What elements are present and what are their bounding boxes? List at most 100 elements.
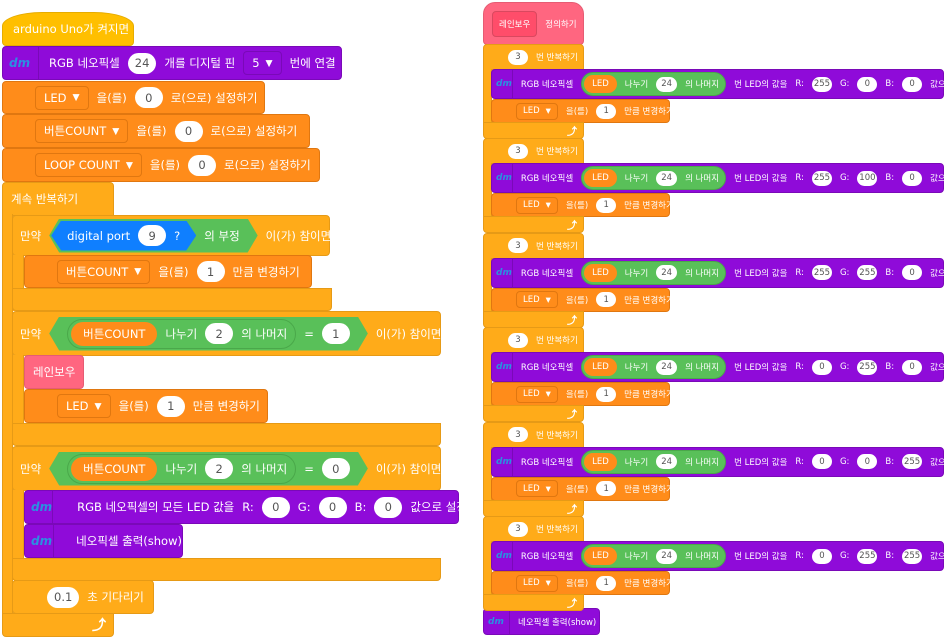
g-input[interactable]: 0	[857, 454, 878, 470]
b-input[interactable]: 0	[374, 496, 403, 518]
value-input[interactable]: 1	[596, 575, 617, 591]
variable-reporter[interactable]: LED	[584, 263, 617, 282]
pixel-count-input[interactable]: 24	[127, 52, 157, 74]
divisor-input[interactable]: 24	[656, 359, 678, 375]
change-variable-block[interactable]: LED▼ 을(를) 1 만큼 변경하기	[491, 99, 674, 123]
value-input[interactable]: 1	[156, 395, 185, 417]
repeat-block[interactable]: 3 번 반복하기	[483, 327, 584, 354]
forever-block[interactable]: 계속 반복하기	[2, 182, 114, 216]
modulo-operator[interactable]: LED 나누기 24 의 나머지	[581, 449, 727, 474]
divisor-input[interactable]: 24	[656, 454, 678, 470]
compare-input[interactable]: 0	[322, 458, 350, 479]
value-input[interactable]: 1	[596, 386, 617, 402]
repeat-count-input[interactable]: 3	[508, 143, 528, 159]
modulo-operator[interactable]: LED 나누기 24 의 나머지	[581, 260, 727, 285]
change-variable-block[interactable]: LED▼ 을(를) 1 만큼 변경하기	[491, 287, 674, 312]
wait-block[interactable]: 0.1 초 기다리기	[12, 580, 154, 614]
change-variable-block[interactable]: LED▼ 을(를) 1 만큼 변경하기	[491, 193, 674, 218]
divisor-input[interactable]: 24	[656, 170, 678, 186]
compare-input[interactable]: 1	[322, 323, 350, 344]
variable-dropdown[interactable]: 버튼COUNT▼	[57, 259, 151, 284]
variable-dropdown[interactable]: LED▼	[516, 480, 558, 498]
variable-reporter[interactable]: 버튼COUNT	[71, 322, 157, 346]
b-input[interactable]: 0	[902, 170, 923, 186]
change-variable-block[interactable]: LED▼ 을(를) 1 만큼 변경하기	[491, 571, 674, 595]
digital-port-sensor[interactable]: digital port 9 ?	[51, 221, 196, 251]
if-block[interactable]: 만약 버튼COUNT 나누기 2 의 나머지 = 0 이(가) 참이면	[12, 446, 441, 491]
repeat-count-input[interactable]: 3	[508, 332, 528, 348]
if-block[interactable]: 만약 digital port 9 ? 의 부정 이(가) 참이면	[12, 215, 331, 256]
value-input[interactable]: 1	[596, 197, 617, 213]
repeat-block[interactable]: 3 번 반복하기	[483, 138, 584, 165]
set-variable-block[interactable]: LED▼ 을(를) 0 로(으로) 설정하기	[2, 81, 265, 114]
neopixel-show-block[interactable]: dm 네오픽셀 출력(show)	[483, 608, 600, 635]
divisor-input[interactable]: 24	[656, 265, 678, 281]
repeat-count-input[interactable]: 3	[508, 49, 528, 65]
seconds-input[interactable]: 0.1	[47, 586, 80, 608]
define-rainbow-hat[interactable]: 레인보우 정의하기	[483, 2, 584, 45]
value-input[interactable]: 0	[134, 87, 163, 108]
g-input[interactable]: 0	[857, 76, 878, 92]
value-input[interactable]: 0	[188, 154, 217, 176]
repeat-count-input[interactable]: 3	[508, 521, 528, 537]
b-input[interactable]: 0	[902, 265, 923, 281]
equals-operator[interactable]: 버튼COUNT 나누기 2 의 나머지 = 0	[49, 452, 368, 486]
variable-dropdown[interactable]: 버튼COUNT▼	[35, 119, 129, 143]
r-input[interactable]: 0	[261, 496, 290, 518]
repeat-block[interactable]: 3 번 반복하기	[483, 421, 584, 448]
variable-reporter[interactable]: LED	[584, 358, 617, 377]
variable-reporter[interactable]: LED	[584, 547, 617, 565]
r-input[interactable]: 0	[811, 454, 832, 470]
not-operator[interactable]: digital port 9 ? 의 부정	[49, 219, 258, 253]
change-variable-block[interactable]: LED▼ 을(를) 1 만큼 변경하기	[491, 382, 674, 407]
neopixel-set-led-block[interactable]: dm RGB 네오픽셀 LED 나누기 24 의 나머지 번 LED의 값을 R…	[491, 352, 951, 383]
value-input[interactable]: 1	[596, 292, 617, 308]
equals-operator[interactable]: 버튼COUNT 나누기 2 의 나머지 = 1	[49, 317, 368, 351]
value-input[interactable]: 1	[196, 261, 225, 282]
variable-reporter[interactable]: 버튼COUNT	[71, 457, 157, 481]
b-input[interactable]: 0	[902, 359, 923, 375]
port-input[interactable]: 9	[138, 225, 166, 246]
g-input[interactable]: 255	[857, 548, 878, 564]
variable-dropdown[interactable]: LED▼	[516, 102, 558, 120]
variable-dropdown[interactable]: LED▼	[35, 85, 89, 110]
change-variable-block[interactable]: 버튼COUNT▼ 을(를) 1 만큼 변경하기	[24, 255, 312, 288]
change-variable-block[interactable]: LED▼ 을(를) 1 만큼 변경하기	[491, 476, 674, 501]
divisor-input[interactable]: 24	[656, 76, 678, 92]
r-input[interactable]: 255	[811, 170, 832, 186]
neopixel-set-led-block[interactable]: dm RGB 네오픽셀 LED 나누기 24 의 나머지 번 LED의 값을 R…	[491, 541, 951, 571]
variable-dropdown[interactable]: LED▼	[516, 574, 558, 592]
b-input[interactable]: 0	[902, 76, 923, 92]
g-input[interactable]: 0	[318, 496, 347, 518]
modulo-operator[interactable]: LED 나누기 24 의 나머지	[581, 355, 727, 380]
change-variable-block[interactable]: LED▼ 을(를) 1 만큼 변경하기	[24, 389, 268, 423]
neopixel-set-led-block[interactable]: dm RGB 네오픽셀 LED 나누기 24 의 나머지 번 LED의 값을 R…	[491, 446, 951, 477]
divisor-input[interactable]: 24	[656, 548, 678, 564]
divisor-input[interactable]: 2	[205, 323, 233, 344]
repeat-block[interactable]: 3 번 반복하기	[483, 516, 584, 542]
neopixel-set-led-block[interactable]: dm RGB 네오픽셀 LED 나누기 24 의 나머지 번 LED의 값을 R…	[491, 69, 951, 99]
variable-reporter[interactable]: LED	[584, 169, 617, 188]
repeat-count-input[interactable]: 3	[508, 427, 528, 443]
when-arduino-starts-hat[interactable]: arduino Uno가 켜지면	[2, 12, 134, 46]
modulo-operator[interactable]: 버튼COUNT 나누기 2 의 나머지	[67, 454, 296, 484]
modulo-operator[interactable]: 버튼COUNT 나누기 2 의 나머지	[67, 319, 296, 349]
repeat-block[interactable]: 3 번 반복하기	[483, 44, 584, 70]
value-input[interactable]: 1	[596, 481, 617, 497]
r-input[interactable]: 0	[811, 359, 832, 375]
modulo-operator[interactable]: LED 나누기 24 의 나머지	[581, 166, 727, 191]
value-input[interactable]: 0	[174, 120, 203, 142]
variable-dropdown[interactable]: LED▼	[57, 394, 111, 418]
if-block[interactable]: 만약 버튼COUNT 나누기 2 의 나머지 = 1 이(가) 참이면	[12, 311, 441, 356]
set-variable-block[interactable]: LOOP COUNT▼ 을(를) 0 로(으로) 설정하기	[2, 148, 320, 182]
variable-dropdown[interactable]: LED▼	[516, 196, 558, 214]
repeat-count-input[interactable]: 3	[508, 238, 528, 254]
variable-dropdown[interactable]: LOOP COUNT▼	[35, 153, 142, 177]
g-input[interactable]: 255	[857, 359, 878, 375]
value-input[interactable]: 1	[596, 103, 617, 119]
pin-dropdown[interactable]: 5▼	[243, 51, 282, 75]
variable-dropdown[interactable]: LED▼	[516, 385, 558, 403]
repeat-block[interactable]: 3 번 반복하기	[483, 232, 584, 259]
neopixel-show-block[interactable]: dm 네오픽셀 출력(show)	[24, 524, 183, 558]
variable-reporter[interactable]: LED	[584, 75, 617, 93]
